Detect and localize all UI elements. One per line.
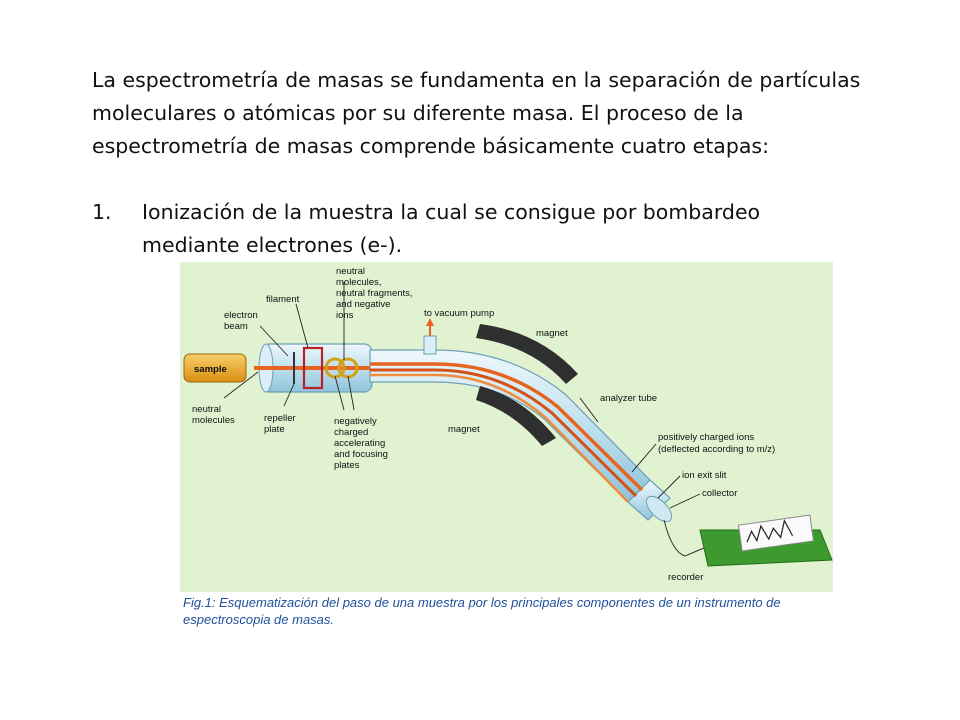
collector-wire xyxy=(663,519,705,557)
step-text: Ionización de la muestra la cual se cons… xyxy=(142,200,761,257)
label-plates-2: charged xyxy=(334,427,368,438)
label-neutral-out-4: and negative xyxy=(336,299,390,310)
filament xyxy=(302,346,324,390)
label-collector: collector xyxy=(702,488,737,499)
intro-paragraph: La espectrometría de masas se fundamenta… xyxy=(92,68,861,158)
label-beam: beam xyxy=(224,321,248,332)
recorder-paper xyxy=(737,514,815,552)
mass-spectrometer-diagram: sample filament electron beam neutral m xyxy=(180,262,833,592)
diagram-svg: sample filament electron beam neutral m xyxy=(183,266,833,583)
label-positive-ions-2: (deflected according to m/z) xyxy=(658,444,775,455)
label-vacuum-pump: to vacuum pump xyxy=(424,308,494,319)
ion-beam-2 xyxy=(370,368,638,498)
magnet-bottom xyxy=(476,386,556,446)
leader-lines xyxy=(223,282,701,509)
label-plates-1: negatively xyxy=(334,416,377,427)
vacuum-arrow-head xyxy=(426,318,434,326)
label-electron: electron xyxy=(224,310,258,321)
label-neutral-in-2: molecules xyxy=(192,415,235,426)
ion-beam-3 xyxy=(370,373,629,503)
label-magnet-top: magnet xyxy=(536,328,568,339)
sample-inlet xyxy=(183,353,247,383)
label-recorder: recorder xyxy=(668,572,703,583)
ion-beam-1 xyxy=(370,362,644,492)
label-neutral-out-1: neutral xyxy=(336,266,365,277)
magnet-top xyxy=(476,324,578,384)
vacuum-port xyxy=(423,335,437,355)
label-ion-exit-slit: ion exit slit xyxy=(682,470,727,481)
label-neutral-in-1: neutral xyxy=(192,404,221,415)
label-neutral-out-3: neutral fragments, xyxy=(336,288,413,299)
label-neutral-out-5: ions xyxy=(336,310,354,321)
label-neutral-out-2: molecules, xyxy=(336,277,381,288)
label-plates-5: plates xyxy=(334,460,360,471)
label-plates-3: accelerating xyxy=(334,438,385,449)
step-number: 1. xyxy=(92,200,112,224)
label-positive-ions-1: positively charged ions xyxy=(658,432,754,443)
figure-caption: Fig.1: Esquematización del paso de una m… xyxy=(183,595,781,627)
label-plates-4: and focusing xyxy=(334,449,388,460)
label-sample: sample xyxy=(194,364,227,375)
analyzer-tube xyxy=(369,349,651,503)
collector-end xyxy=(645,495,673,523)
recorder-trace xyxy=(746,519,794,543)
label-repeller-1: repeller xyxy=(264,413,296,424)
label-analyzer-tube: analyzer tube xyxy=(600,393,657,404)
label-filament: filament xyxy=(266,294,300,305)
label-magnet-bottom: magnet xyxy=(448,424,480,435)
label-repeller-2: plate xyxy=(264,424,285,435)
